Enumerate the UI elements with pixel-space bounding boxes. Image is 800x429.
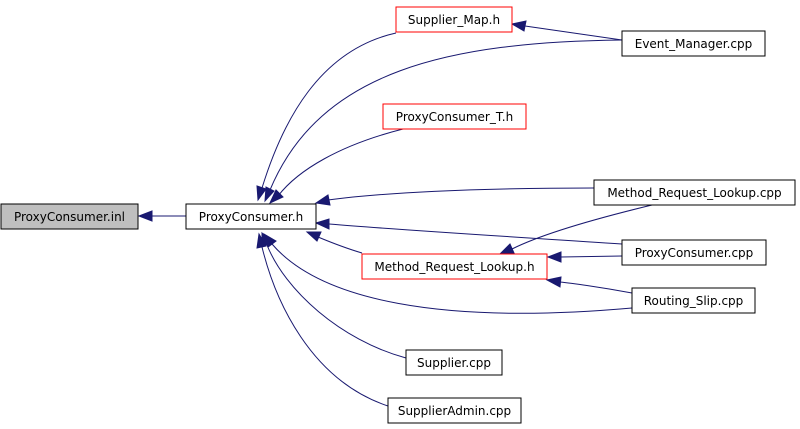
node-method-request-lookup-h[interactable]: Method_Request_Lookup.h — [361, 253, 548, 280]
edge-method-request-lookup-cpp-to-proxyconsumer-h — [314, 187, 595, 206]
edge-proxyconsumer-cpp-to-proxyconsumer-h — [314, 218, 623, 245]
edge-supplier-map-h-to-proxyconsumer-h — [256, 32, 397, 202]
edge-proxyconsumer-cpp-to-method-request-lookup-h — [546, 251, 623, 263]
node-supplieradmin-cpp[interactable]: SupplierAdmin.cpp — [387, 397, 522, 424]
node-supplier-cpp[interactable]: Supplier.cpp — [405, 349, 503, 376]
node-event-manager-cpp[interactable]: Event_Manager.cpp — [621, 30, 766, 57]
node-label: ProxyConsumer.inl — [14, 210, 125, 224]
node-label: Supplier.cpp — [417, 356, 491, 370]
node-label: Supplier_Map.h — [408, 13, 500, 27]
node-label: ProxyConsumer.h — [199, 210, 303, 224]
edge-routing-slip-cpp-to-method-request-lookup-h — [545, 276, 633, 294]
node-label: ProxyConsumer.cpp — [635, 246, 754, 260]
edge-supplier-cpp-to-proxyconsumer-h — [261, 231, 407, 359]
node-routing-slip-cpp[interactable]: Routing_Slip.cpp — [631, 287, 756, 314]
node-label: Method_Request_Lookup.h — [374, 260, 534, 274]
node-label: ProxyConsumer_T.h — [396, 110, 513, 124]
node-method-request-lookup-cpp[interactable]: Method_Request_Lookup.cpp — [593, 179, 796, 206]
node-label: Event_Manager.cpp — [635, 37, 753, 51]
node-proxyconsumer-inl: ProxyConsumer.inl — [0, 203, 139, 230]
node-proxyconsumer-cpp[interactable]: ProxyConsumer.cpp — [621, 239, 767, 266]
node-label: Method_Request_Lookup.cpp — [607, 186, 781, 200]
node-label: SupplierAdmin.cpp — [398, 404, 511, 418]
node-label: Routing_Slip.cpp — [644, 294, 744, 308]
node-supplier-map-h[interactable]: Supplier_Map.h — [395, 6, 513, 33]
edge-event-manager-cpp-to-supplier-map-h — [510, 20, 623, 41]
node-proxyconsumer-h[interactable]: ProxyConsumer.h — [185, 203, 317, 230]
edge-method-request-lookup-h-to-proxyconsumer-h — [305, 231, 363, 254]
edge-proxyconsumer-h-to-proxyconsumer-inl — [137, 210, 186, 222]
edge-supplieradmin-cpp-to-proxyconsumer-h — [256, 232, 389, 407]
edge-proxyconsumer-t-h-to-proxyconsumer-h — [268, 128, 404, 205]
edge-event-manager-cpp-to-proxyconsumer-h — [264, 39, 623, 203]
node-proxyconsumer-t-h[interactable]: ProxyConsumer_T.h — [382, 103, 527, 130]
